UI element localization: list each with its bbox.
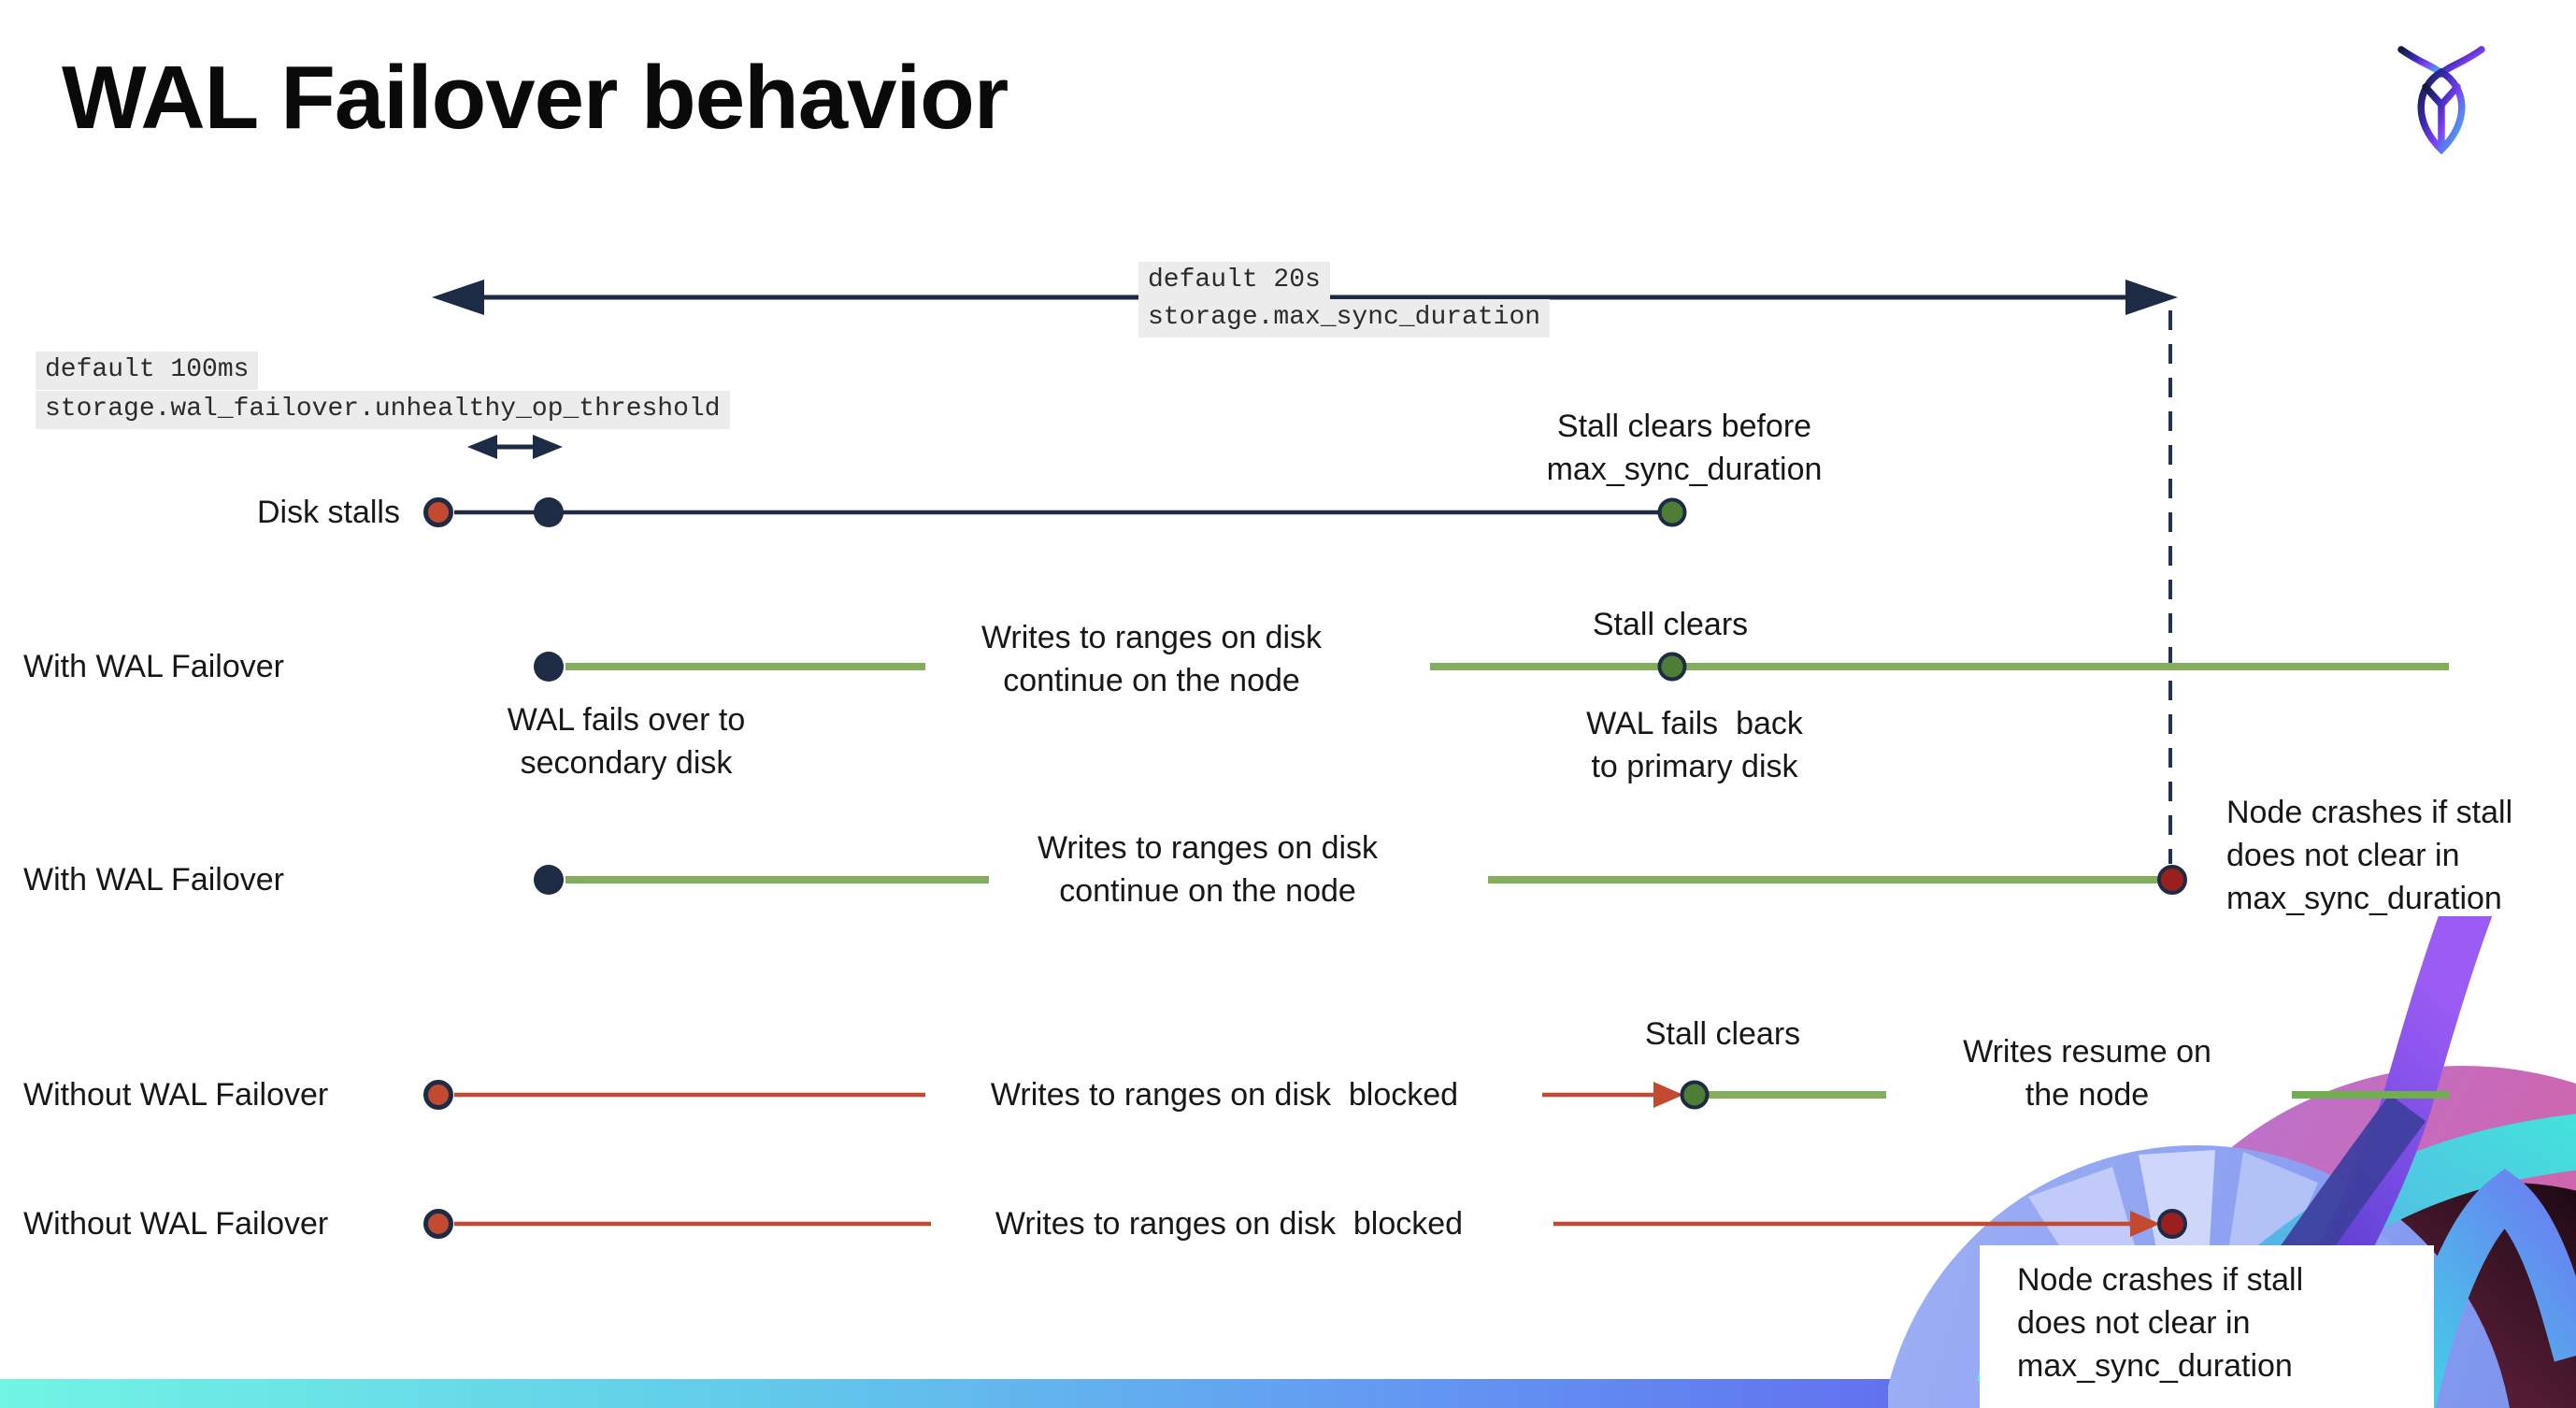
timeline-with-failover-clears bbox=[534, 652, 2449, 682]
unhealthy-name-chip: storage.wal_failover.unhealthy_op_thresh… bbox=[36, 391, 730, 429]
annotation-node-crashes-timeline: Node crashes if stall does not clear in … bbox=[2226, 795, 2513, 916]
annotation-stall-clears-2: Stall clears bbox=[1644, 1016, 1801, 1052]
max-sync-name-chip: storage.max_sync_duration bbox=[1138, 299, 1551, 338]
stall-clear-dot bbox=[1657, 497, 1687, 527]
annotation-writes-continue-1: Writes to ranges on disk continue on the… bbox=[980, 620, 1323, 698]
stall-start-dot bbox=[423, 1080, 453, 1110]
row-label-with-wal-failover-2: With WAL Failover bbox=[23, 862, 284, 898]
max-sync-default-chip: default 20s bbox=[1138, 262, 1330, 300]
annotation-wal-fails-over: WAL fails over to secondary disk bbox=[507, 702, 746, 781]
row-label-without-wal-failover-2: Without WAL Failover bbox=[23, 1206, 329, 1242]
antenna-right bbox=[2438, 46, 2485, 78]
stall-start-dot bbox=[423, 1209, 453, 1239]
stall-clear-dot bbox=[1680, 1080, 1710, 1110]
unhealthy-threshold-arrow bbox=[467, 435, 563, 459]
chip-text: storage.wal_failover.unhealthy_op_thresh… bbox=[36, 391, 730, 429]
failback-dot bbox=[1657, 652, 1687, 682]
crash-callout-text: Node crashes if stall does not clear in … bbox=[2017, 1262, 2304, 1384]
stall-start-dot bbox=[423, 497, 453, 527]
chip-text: storage.max_sync_duration bbox=[1138, 299, 1551, 338]
blocked-arrowhead bbox=[1653, 1082, 1683, 1108]
chip-text: default 100ms bbox=[36, 352, 259, 390]
annotation-stall-clears-1: Stall clears bbox=[1592, 607, 1749, 642]
row-label-without-wal-failover-1: Without WAL Failover bbox=[23, 1077, 329, 1113]
threshold-dot bbox=[534, 497, 564, 527]
annotation-writes-blocked-2: Writes to ranges on disk blocked bbox=[995, 1206, 1464, 1242]
annotation-writes-continue-2: Writes to ranges on disk continue on the… bbox=[1037, 830, 1379, 909]
annotation-wal-fails-back: WAL fails back to primary disk bbox=[1586, 706, 1803, 784]
antenna-left bbox=[2397, 46, 2445, 78]
crash-dot bbox=[2157, 865, 2187, 895]
annotation-writes-blocked-1: Writes to ranges on disk blocked bbox=[990, 1077, 1459, 1113]
timeline-disk-stalls bbox=[423, 497, 1687, 527]
row-label-disk-stalls: Disk stalls bbox=[256, 495, 400, 530]
logo-stem bbox=[2422, 83, 2461, 151]
failover-dot bbox=[534, 865, 564, 895]
cockroachdb-logo-icon bbox=[2397, 46, 2485, 155]
failover-dot bbox=[534, 652, 564, 682]
unhealthy-default-chip: default 100ms bbox=[36, 352, 259, 390]
annotation-writes-resume: Writes resume on the node bbox=[1963, 1034, 2211, 1113]
chip-text: default 20s bbox=[1138, 262, 1330, 300]
page-title: WAL Failover behavior bbox=[62, 48, 1009, 148]
annotation-stall-clears-before: Stall clears before max_sync_duration bbox=[1546, 409, 1823, 487]
crash-callout-box: Node crashes if stall does not clear in … bbox=[1980, 1245, 2434, 1408]
row-label-with-wal-failover-1: With WAL Failover bbox=[23, 649, 284, 684]
